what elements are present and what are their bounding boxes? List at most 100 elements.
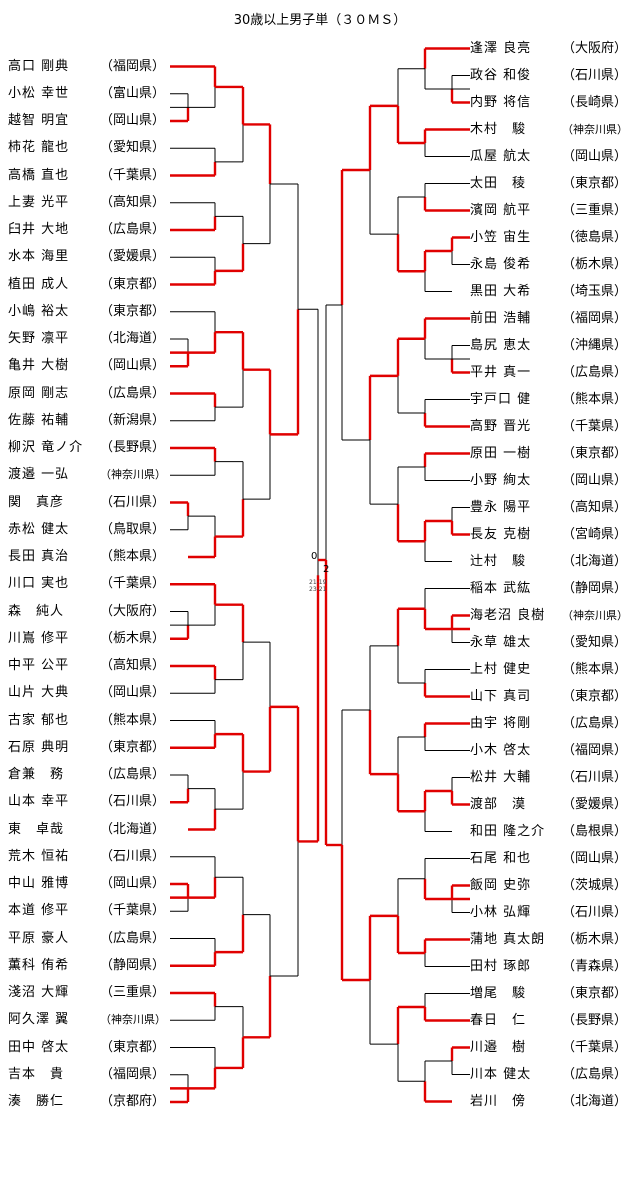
right-player-3[interactable]: 内野 将信（長崎県） [470,94,627,112]
player-prefecture: （京都府） [100,1094,166,1109]
left-player-7[interactable]: 臼井 大地（広島県） [8,221,165,239]
player-name: 由宇 将剛 [470,715,532,731]
left-player-14[interactable]: 佐藤 祐輔（新潟県） [8,412,165,430]
right-player-2[interactable]: 政谷 和俊（石川県） [470,67,627,85]
player-name: 中平 公平 [8,658,70,673]
left-player-6[interactable]: 上妻 光平（高知県） [8,194,165,212]
right-player-12[interactable]: 島尻 恵太（沖縄県） [470,337,627,355]
right-player-16[interactable]: 原田 一樹（東京都） [470,445,627,463]
right-player-31[interactable]: 石尾 和也（岡山県） [470,850,627,868]
right-player-10[interactable]: 黒田 大希（埼玉県） [470,283,627,301]
right-player-9[interactable]: 永島 俊希（栃木県） [470,256,627,274]
right-player-24[interactable]: 上村 健史（熊本県） [470,661,627,679]
player-name: 薫科 侑希 [8,957,70,973]
right-player-33[interactable]: 小林 弘輝（石川県） [470,904,627,922]
left-player-15[interactable]: 柳沢 竜ノ介（長野県） [8,439,165,457]
player-prefecture: （熊本県） [100,549,166,564]
left-player-25[interactable]: 古家 郁也（熊本県） [8,712,165,730]
left-player-9[interactable]: 植田 成人（東京都） [8,276,165,294]
right-player-29[interactable]: 渡部 漠（愛媛県） [470,796,627,814]
left-player-38[interactable]: 吉本 貴（福岡県） [8,1066,165,1084]
right-player-7[interactable]: 濱岡 航平（三重県） [470,202,627,220]
left-player-28[interactable]: 山本 幸平（石川県） [8,793,165,811]
right-player-36[interactable]: 増尾 駿（東京都） [470,985,627,1003]
right-player-22[interactable]: 海老沼 良樹（神奈川県） [470,607,628,625]
player-prefecture: （石川県） [562,904,628,920]
right-player-40[interactable]: 岩川 傍（北海道） [470,1093,627,1111]
player-name: 高橋 直也 [8,167,70,183]
right-player-15[interactable]: 高野 晋光（千葉県） [470,418,627,436]
left-player-24[interactable]: 山片 大典（岡山県） [8,684,165,702]
right-player-18[interactable]: 豊永 陽平（高知県） [470,499,627,517]
player-name: 岩川 傍 [470,1093,527,1109]
player-prefecture: （三重県） [562,202,628,218]
player-prefecture: （長野県） [100,440,166,455]
player-prefecture: （茨城県） [562,877,628,893]
player-prefecture: （東京都） [100,739,166,755]
right-player-17[interactable]: 小野 絢太（岡山県） [470,472,627,490]
left-player-12[interactable]: 亀井 大樹（岡山県） [8,357,165,375]
player-name: 小木 啓太 [470,742,532,758]
right-player-5[interactable]: 瓜屋 航太（岡山県） [470,148,627,166]
left-player-35[interactable]: 淺沼 大輝（三重県） [8,984,165,1002]
right-player-35[interactable]: 田村 琢郎（青森県） [470,958,627,976]
player-prefecture: （福岡県） [100,58,166,74]
right-player-27[interactable]: 小木 啓太（福岡県） [470,742,627,760]
left-player-10[interactable]: 小嶋 裕太（東京都） [8,303,165,321]
left-player-26[interactable]: 石原 典明（東京都） [8,739,165,757]
right-player-11[interactable]: 前田 浩輔（福岡県） [470,310,627,328]
right-player-34[interactable]: 蒲地 真太朗（栃木県） [470,931,627,949]
right-player-32[interactable]: 飯岡 史弥（茨城県） [470,877,627,895]
left-player-17[interactable]: 関 真彦（石川県） [8,494,165,512]
right-player-26[interactable]: 由宇 将剛（広島県） [470,715,627,733]
left-player-23[interactable]: 中平 公平（高知県） [8,657,165,675]
left-player-19[interactable]: 長田 真治（熊本県） [8,548,165,566]
left-player-1[interactable]: 高口 剛典（福岡県） [8,58,165,76]
left-player-39[interactable]: 湊 勝仁（京都府） [8,1093,165,1111]
player-prefecture: （神奈川県） [100,1013,166,1027]
right-player-14[interactable]: 宇戸口 健（熊本県） [470,391,627,409]
right-player-13[interactable]: 平井 真一（広島県） [470,364,627,382]
left-player-4[interactable]: 柿花 龍也（愛知県） [8,139,165,157]
right-player-25[interactable]: 山下 真司（東京都） [470,688,627,706]
left-player-30[interactable]: 荒木 恒祐（石川県） [8,848,165,866]
left-player-27[interactable]: 倉兼 務（広島県） [8,766,165,784]
right-player-37[interactable]: 春日 仁（長野県） [470,1012,627,1030]
right-player-23[interactable]: 永草 雄太（愛知県） [470,634,627,652]
left-player-29[interactable]: 東 卓哉（北海道） [8,821,165,839]
left-player-21[interactable]: 森 純人（大阪府） [8,603,165,621]
left-player-22[interactable]: 川嶌 修平（栃木県） [8,630,165,648]
left-player-32[interactable]: 本道 修平（千葉県） [8,902,165,920]
left-player-16[interactable]: 渡邉 一弘（神奈川県） [8,466,166,484]
left-player-2[interactable]: 小松 幸世（富山県） [8,85,165,103]
right-player-4[interactable]: 木村 駿（神奈川県） [470,121,628,139]
player-name: 田中 啓太 [8,1039,70,1055]
left-player-20[interactable]: 川口 実也（千葉県） [8,575,165,593]
left-player-36[interactable]: 阿久澤 翼（神奈川県） [8,1011,166,1029]
left-player-3[interactable]: 越智 明宜（岡山県） [8,112,165,130]
left-player-31[interactable]: 中山 雅博（岡山県） [8,875,165,893]
right-player-38[interactable]: 川邉 樹（千葉県） [470,1039,627,1057]
right-player-28[interactable]: 松井 大輔（石川県） [470,769,627,787]
left-player-13[interactable]: 原岡 剛志（広島県） [8,385,165,403]
right-player-21[interactable]: 稲本 武紘（静岡県） [470,580,627,598]
left-player-18[interactable]: 赤松 健太（鳥取県） [8,521,165,539]
player-name: 原岡 剛志 [8,385,70,401]
left-player-33[interactable]: 平原 豪人（広島県） [8,930,165,948]
left-player-5[interactable]: 高橋 直也（千葉県） [8,167,165,185]
right-player-19[interactable]: 長友 克樹（宮崎県） [470,526,627,544]
right-player-30[interactable]: 和田 隆之介（島根県） [470,823,627,841]
right-player-6[interactable]: 太田 稜（東京都） [470,175,627,193]
right-player-20[interactable]: 辻村 駿（北海道） [470,553,627,571]
player-name: 渡部 漠 [470,796,527,812]
right-player-1[interactable]: 逢澤 良亮（大阪府） [470,40,627,58]
final-score-1: 21-19 [309,579,327,586]
left-player-37[interactable]: 田中 啓太（東京都） [8,1039,165,1057]
left-player-11[interactable]: 矢野 凛平（北海道） [8,330,165,348]
left-player-34[interactable]: 薫科 侑希（静岡県） [8,957,165,975]
left-player-8[interactable]: 水本 海里（愛媛県） [8,248,165,266]
right-player-8[interactable]: 小笠 宙生（徳島県） [470,229,627,247]
player-prefecture: （東京都） [100,303,166,319]
right-player-39[interactable]: 川本 健太（広島県） [470,1066,627,1084]
player-name: 川口 実也 [8,576,70,592]
